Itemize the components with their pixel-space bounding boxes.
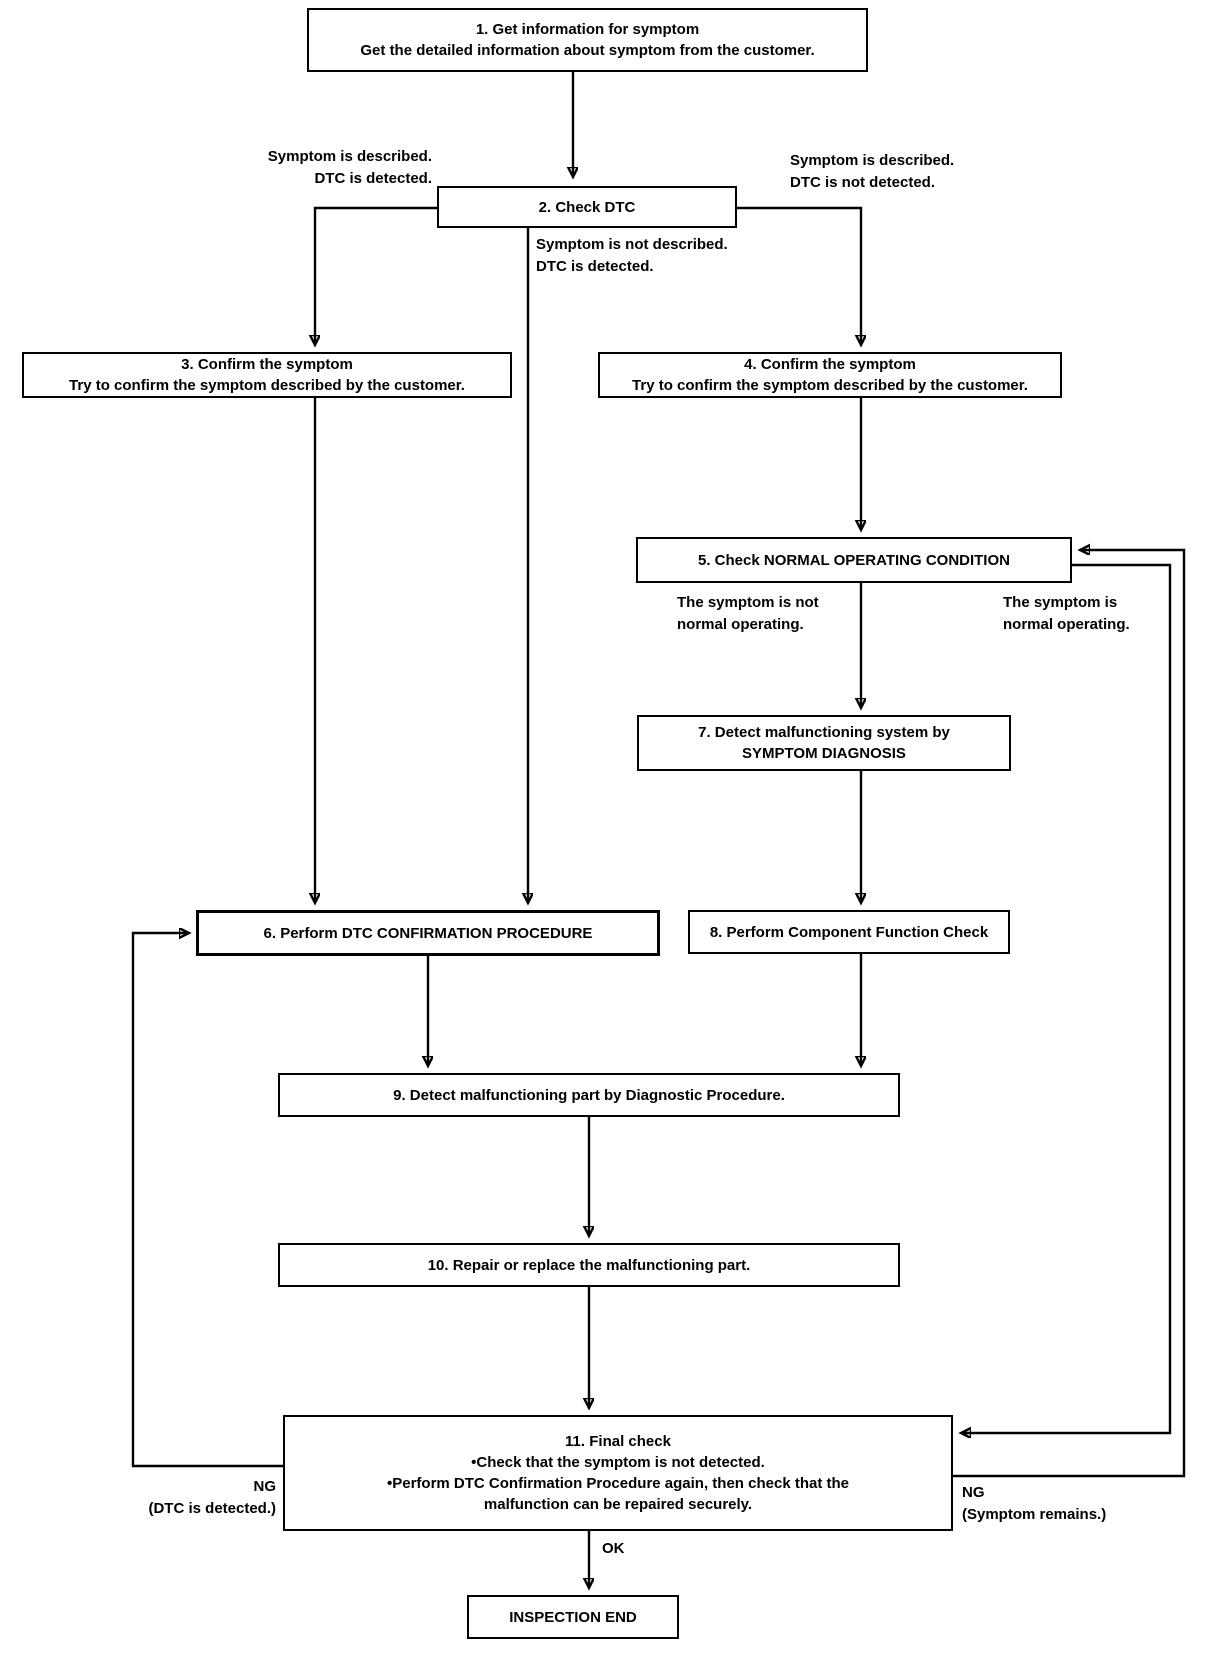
step1-box: 1. Get information for symptom Get the d…	[307, 8, 868, 72]
edge-label-symptom-described-dtc-not-detected: Symptom is described. DTC is not detecte…	[790, 150, 954, 194]
step3-line: Try to confirm the symptom described by …	[69, 377, 465, 394]
step6-box: 6. Perform DTC CONFIRMATION PROCEDURE	[196, 910, 660, 956]
step6-line: 6. Perform DTC CONFIRMATION PROCEDURE	[263, 924, 593, 942]
inspection-end-line: INSPECTION END	[509, 1608, 637, 1626]
step2-box: 2. Check DTC	[437, 186, 737, 228]
edge-label-ng-symptom-remains: NG (Symptom remains.)	[962, 1482, 1106, 1526]
edge-label-symptom-not-normal-operating: The symptom is not normal operating.	[677, 592, 819, 636]
edge-label-symptom-normal-operating: The symptom is normal operating.	[1003, 592, 1130, 636]
step1-line: Get the detailed information about sympt…	[360, 42, 815, 59]
edge-label-symptom-described-dtc-detected: Symptom is described. DTC is detected.	[180, 146, 432, 190]
edge-2-4	[737, 206, 861, 344]
edge-label-line: The symptom is not	[677, 594, 819, 611]
edge-label-symptom-not-described-dtc-detected: Symptom is not described. DTC is detecte…	[536, 234, 728, 278]
edge-label-line: Symptom is described.	[790, 152, 955, 169]
edge-label-line: NG	[253, 1478, 277, 1495]
step11-line: 11. Final check	[565, 1433, 671, 1450]
step5-line: 5. Check NORMAL OPERATING CONDITION	[698, 551, 1010, 569]
step4-box: 4. Confirm the symptom Try to confirm th…	[598, 352, 1062, 398]
edge-label-line: DTC is detected.	[536, 258, 654, 275]
edge-label-line: (Symptom remains.)	[962, 1506, 1107, 1523]
edge-label-line: normal operating.	[677, 616, 804, 633]
step4-line: 4. Confirm the symptom	[744, 356, 916, 373]
step9-line: 9. Detect malfunctioning part by Diagnos…	[393, 1086, 785, 1104]
edge-2-3	[315, 206, 437, 344]
edge-11-6-ng-loop	[131, 933, 283, 1468]
edge-label-line: The symptom is	[1003, 594, 1118, 611]
step8-box: 8. Perform Component Function Check	[688, 910, 1010, 954]
step11-line: malfunction can be repaired securely.	[483, 1496, 753, 1513]
step10-box: 10. Repair or replace the malfunctioning…	[278, 1243, 900, 1287]
step9-box: 9. Detect malfunctioning part by Diagnos…	[278, 1073, 900, 1117]
step10-line: 10. Repair or replace the malfunctioning…	[427, 1256, 751, 1274]
step7-line: SYMPTOM DIAGNOSIS	[742, 745, 906, 762]
edge-label-line: NG	[962, 1484, 985, 1501]
edge-11-5-ng-loop	[953, 550, 1186, 1478]
step11-box: 11. Final check •Check that the symptom …	[283, 1415, 953, 1531]
step8-line: 8. Perform Component Function Check	[709, 923, 989, 941]
step1-line: 1. Get information for symptom	[475, 21, 700, 38]
step2-line: 2. Check DTC	[538, 198, 636, 216]
inspection-end-box: INSPECTION END	[467, 1595, 679, 1639]
edge-label-line: (DTC is detected.)	[148, 1500, 276, 1517]
step5-box: 5. Check NORMAL OPERATING CONDITION	[636, 537, 1072, 583]
edge-label-ok: OK	[602, 1540, 625, 1557]
edge-label-line: DTC is not detected.	[790, 174, 936, 191]
step11-line: •Perform DTC Confirmation Procedure agai…	[387, 1475, 849, 1492]
step3-line: 3. Confirm the symptom	[181, 356, 353, 373]
edge-label-line: Symptom is described.	[267, 148, 432, 165]
edge-label-line: DTC is detected.	[314, 170, 432, 187]
step7-line: 7. Detect malfunctioning system by	[698, 724, 950, 741]
step7-box: 7. Detect malfunctioning system by SYMPT…	[637, 715, 1011, 771]
edge-label-ng-dtc-detected: NG (DTC is detected.)	[80, 1476, 276, 1520]
edge-label-line: Symptom is not described.	[536, 236, 728, 253]
step4-line: Try to confirm the symptom described by …	[632, 377, 1028, 394]
step11-line: •Check that the symptom is not detected.	[471, 1454, 765, 1471]
edge-label-line: normal operating.	[1003, 616, 1130, 633]
edge-5-11-normal-operating	[962, 563, 1172, 1433]
step3-box: 3. Confirm the symptom Try to confirm th…	[22, 352, 512, 398]
